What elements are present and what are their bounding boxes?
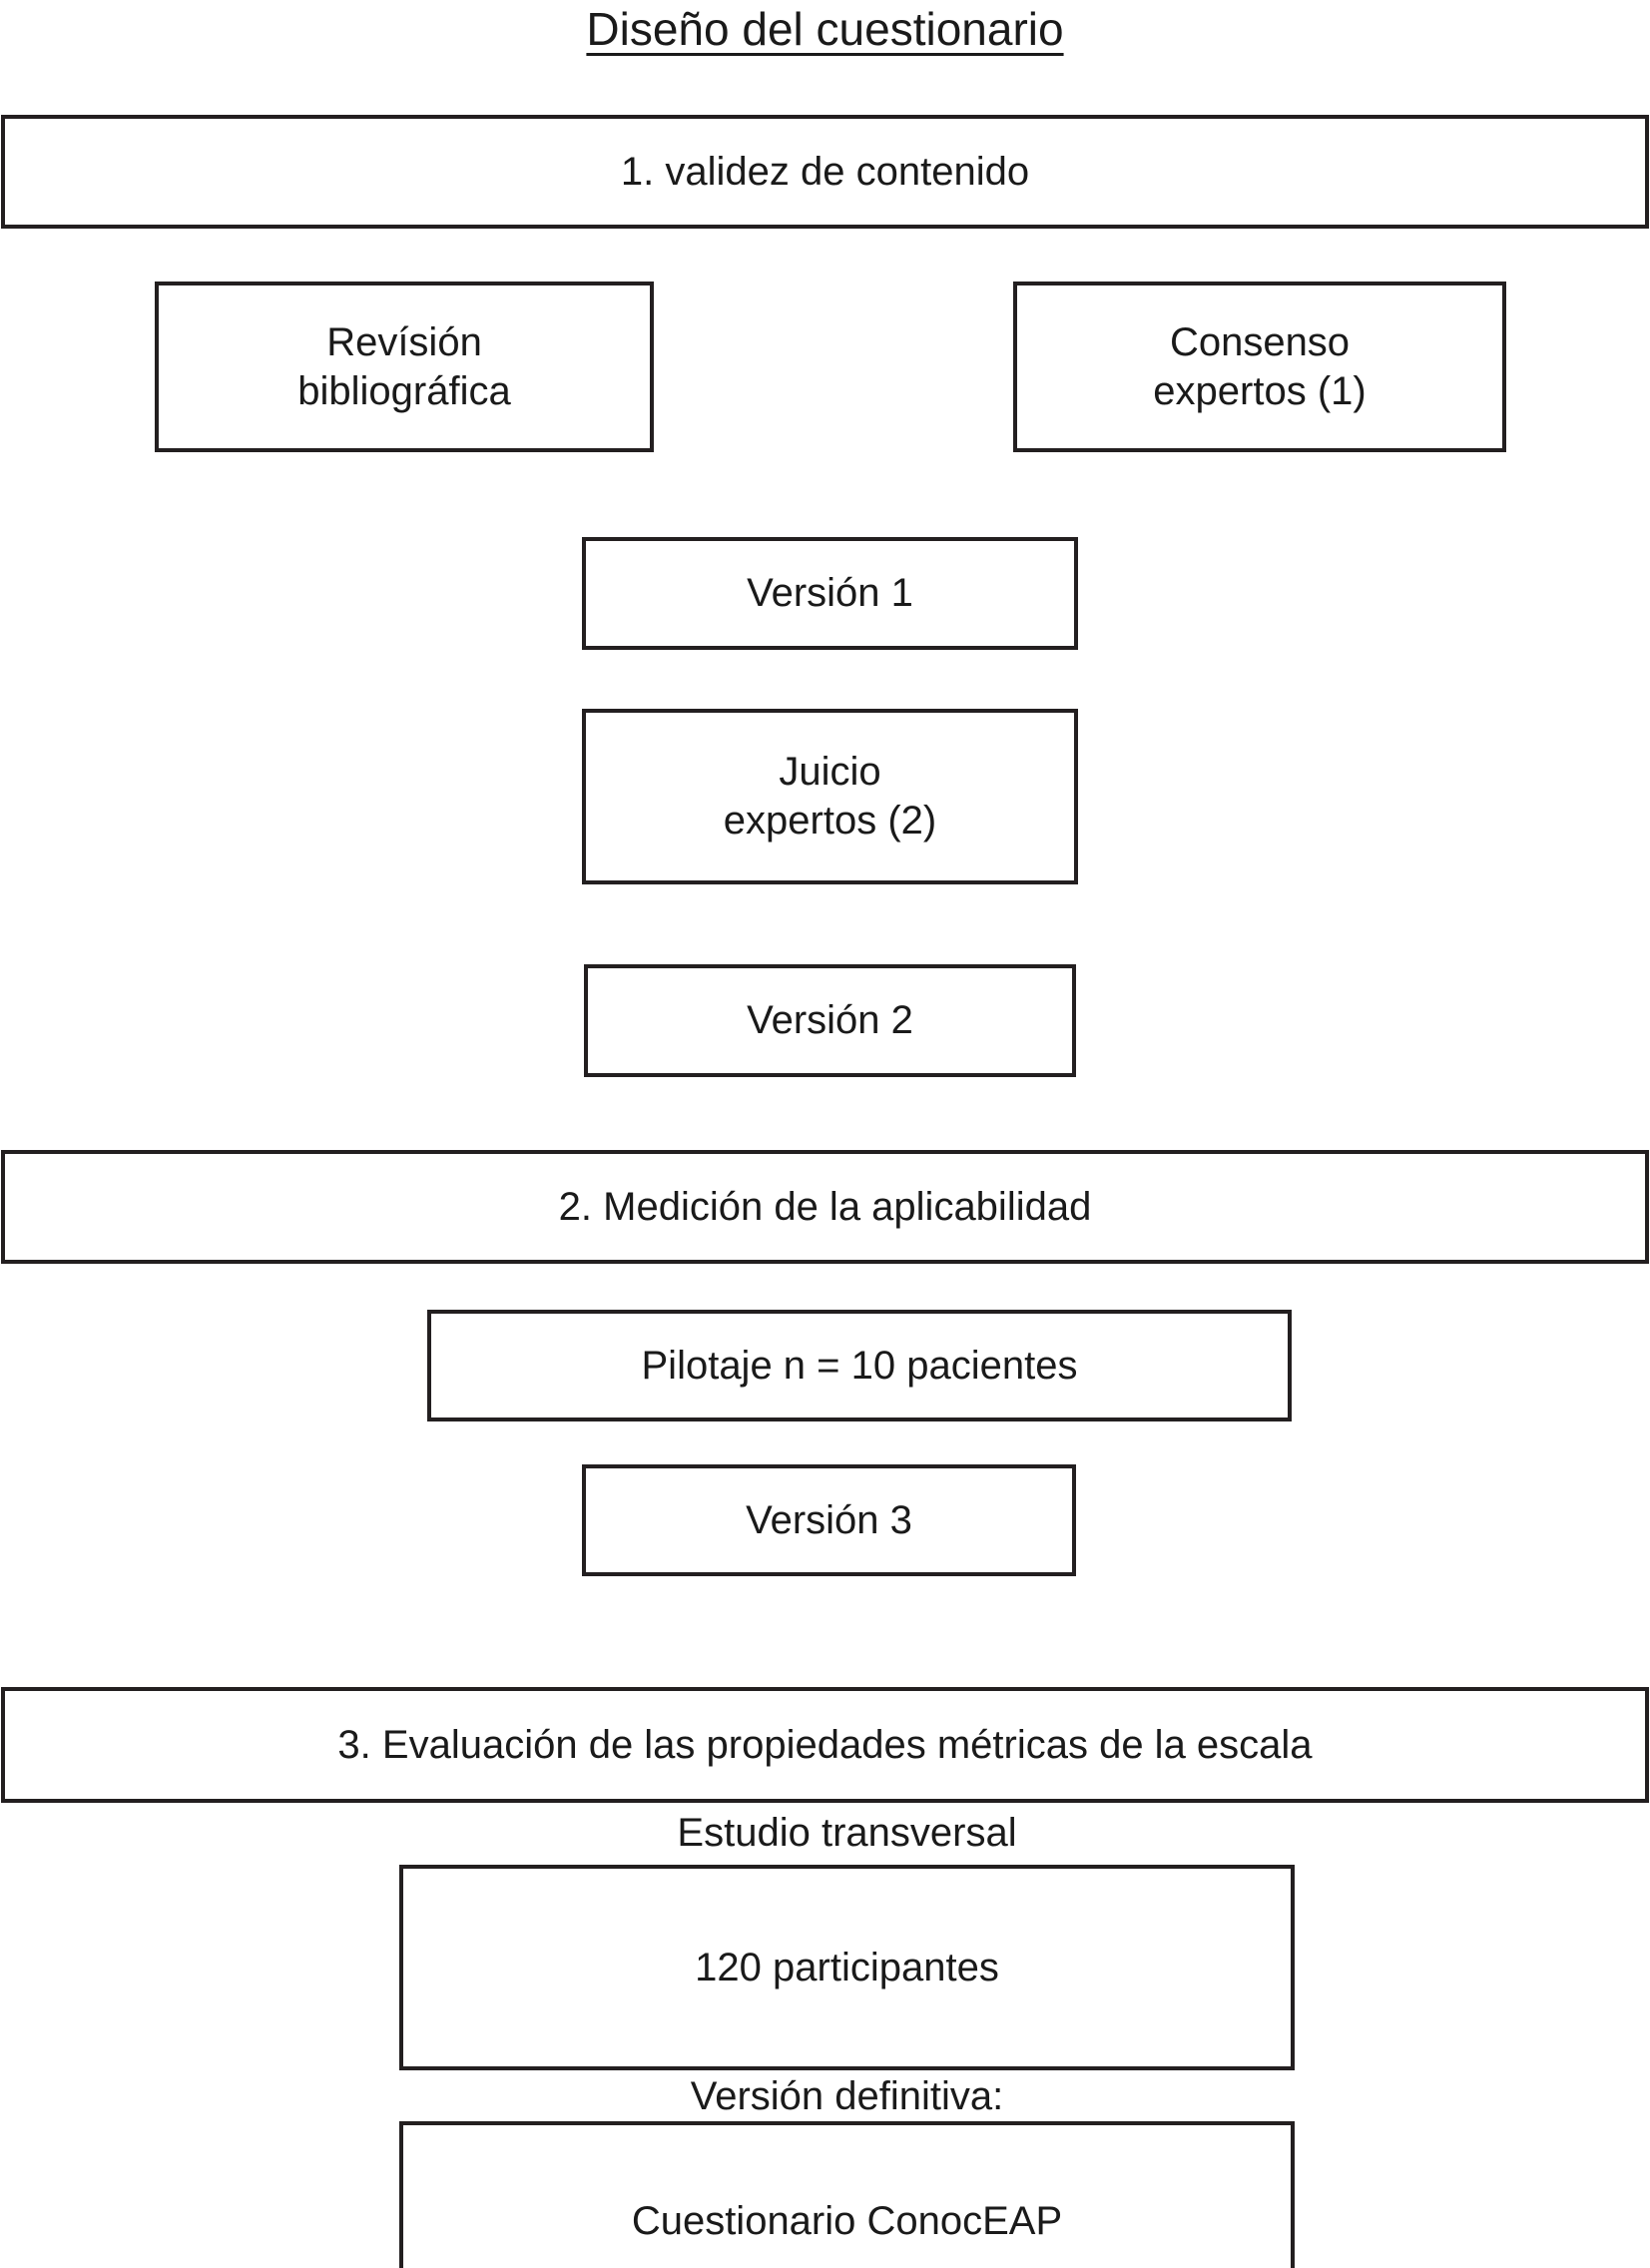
node-version-1-label: Versión 1: [747, 571, 913, 616]
stage-1-header-label: 1. validez de contenido: [620, 149, 1030, 194]
caption-version-definitiva: Versión definitiva:: [690, 2074, 1004, 2118]
node-revision-bibliografica: Revísión bibliográfica: [155, 282, 654, 452]
stage-3-header-label: 3. Evaluación de las propiedades métrica…: [337, 1722, 1313, 1767]
node-participantes: 120 participantes: [399, 1865, 1295, 2070]
node-juicio-expertos-2-label: Juicio expertos (2): [723, 750, 937, 843]
node-version-3-label: Versión 3: [746, 1497, 912, 1542]
node-revision-bibliografica-label: Revísión bibliográfica: [297, 319, 511, 413]
node-version-3: Versión 3: [582, 1464, 1076, 1576]
stage-1-header-box: 1. validez de contenido: [1, 115, 1649, 229]
page-title-text: Diseño del cuestionario: [586, 3, 1064, 55]
node-participantes-label: 120 participantes: [695, 1945, 999, 1989]
stage-2-header-box: 2. Medición de la aplicabilidad: [1, 1150, 1649, 1264]
node-version-1: Versión 1: [582, 537, 1078, 650]
page-title: Diseño del cuestionario: [0, 2, 1650, 56]
stage-3-header-box: 3. Evaluación de las propiedades métrica…: [1, 1687, 1649, 1803]
node-pilotaje-label: Pilotaje n = 10 pacientes: [641, 1343, 1078, 1388]
caption-estudio-transversal: Estudio transversal: [677, 1811, 1017, 1855]
node-consenso-expertos-1: Consenso expertos (1): [1013, 282, 1506, 452]
stage-2-header-label: 2. Medición de la aplicabilidad: [558, 1184, 1092, 1229]
node-juicio-expertos-2: Juicio expertos (2): [582, 709, 1078, 884]
node-cuestionario-conoceap-label: Cuestionario ConocEAP: [631, 2198, 1063, 2243]
node-pilotaje: Pilotaje n = 10 pacientes: [427, 1310, 1292, 1421]
node-consenso-expertos-1-label: Consenso expertos (1): [1153, 319, 1367, 413]
node-cuestionario-conoceap: Cuestionario ConocEAP: [399, 2121, 1295, 2268]
node-version-2: Versión 2: [584, 964, 1076, 1077]
node-version-2-label: Versión 2: [747, 998, 913, 1043]
